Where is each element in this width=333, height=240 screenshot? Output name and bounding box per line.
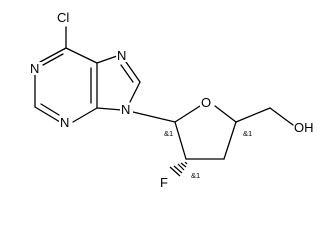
- bond-c5-c6: [65, 47, 98, 64]
- bond-n7-c8-inner: [120, 64, 134, 83]
- bond-ch2-oh: [269, 107, 294, 126]
- atom-n3: N: [60, 115, 69, 130]
- atom-cl: Cl: [57, 10, 69, 25]
- atom-o-ring: O: [201, 95, 211, 110]
- bond-c4prime-ch2: [235, 107, 271, 123]
- bond-c5-n7: [96, 55, 118, 64]
- bond-o-c4prime: [214, 105, 237, 123]
- bond-c2-n3: [34, 106, 61, 123]
- structure-svg: Cl N N N N O OH F &1 &1 &1: [29, 10, 314, 190]
- stereo-label-c4prime: &1: [243, 129, 252, 138]
- bonds: [34, 26, 294, 160]
- bond-c6-n1: [39, 47, 67, 63]
- bond-n9-c1prime: [132, 111, 176, 123]
- molecule-diagram: Cl N N N N O OH F &1 &1 &1: [29, 10, 314, 190]
- bond-c2prime-c1prime: [174, 121, 187, 160]
- atom-n1: N: [30, 61, 39, 76]
- atom-n9: N: [121, 102, 130, 117]
- stereo-label-c1prime: &1: [164, 129, 173, 138]
- bond-c1prime-o: [174, 105, 201, 123]
- bond-n3-c4: [72, 107, 98, 123]
- bond-c6-n1-inner: [42, 53, 64, 66]
- bond-c4prime-c3prime: [223, 121, 237, 160]
- hashed-wedge-c2-f: [169, 161, 188, 177]
- bond-n7-c8: [125, 61, 141, 83]
- stereo-labels: &1 &1 &1: [164, 129, 252, 180]
- atom-f: F: [160, 175, 168, 190]
- stereo-label-c2prime: &1: [191, 171, 200, 180]
- atom-labels: Cl N N N N O OH F: [29, 10, 314, 190]
- atom-oh: OH: [294, 120, 314, 135]
- bond-c8-n9: [129, 81, 141, 103]
- bond-c2-n3-inner: [40, 103, 60, 116]
- bond-n9-c4: [96, 107, 123, 111]
- atom-n7: N: [117, 48, 126, 63]
